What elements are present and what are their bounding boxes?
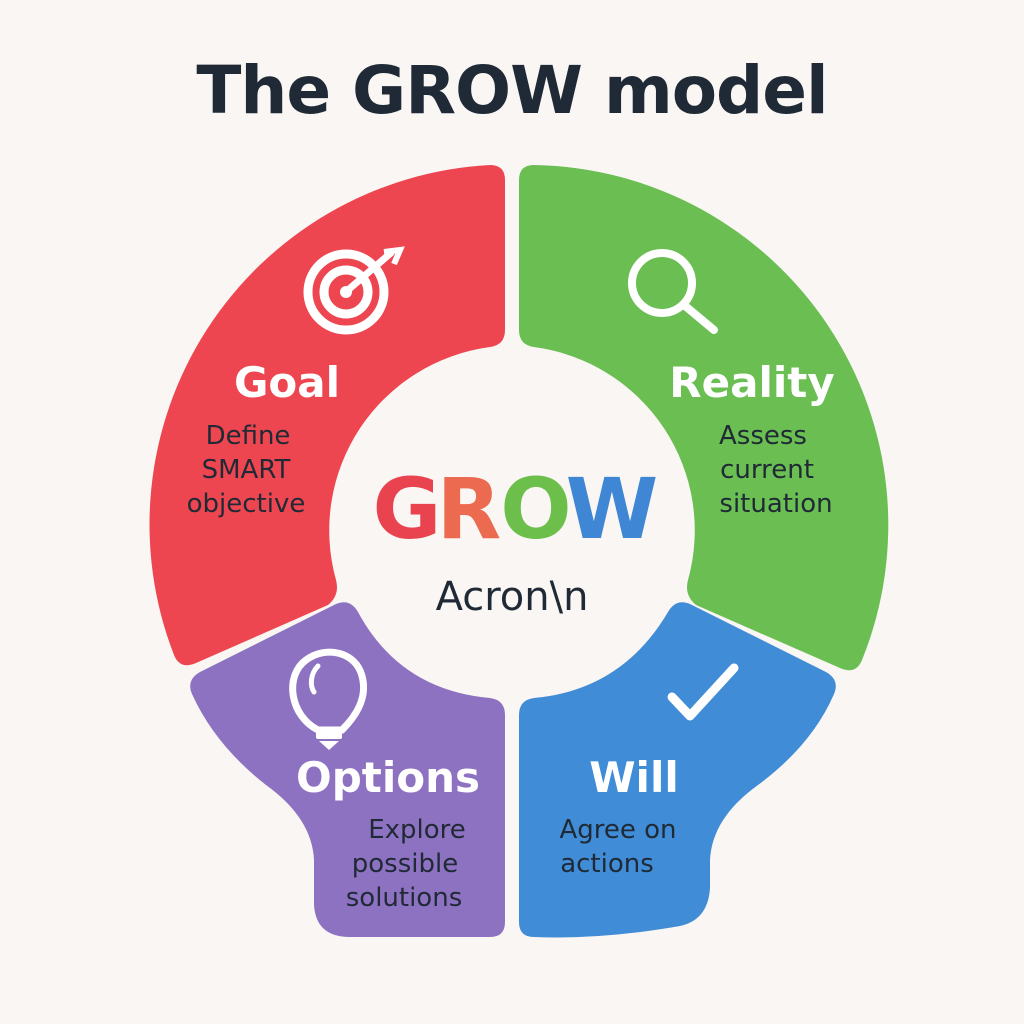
segment-reality-shape xyxy=(519,165,889,671)
options-desc-line-1: Explore xyxy=(368,815,466,845)
grow-letter-w: W xyxy=(566,460,659,558)
grow-letter-o: O xyxy=(500,460,571,558)
reality-title: Reality xyxy=(669,358,834,407)
segment-options-shape xyxy=(190,602,505,937)
goal-title: Goal xyxy=(234,358,340,407)
target-icon xyxy=(303,246,405,335)
reality-desc-line-1: Assess xyxy=(719,421,807,451)
segment-options: Options Explore possible solutions xyxy=(190,602,505,937)
center-label: G R O W Acron\n xyxy=(373,460,659,620)
segment-goal: Goal Define SMART objective xyxy=(149,165,505,666)
segment-will: Will Agree on actions xyxy=(519,602,836,938)
center-subtitle: Acron\n xyxy=(436,574,589,620)
goal-desc-line-3: objective xyxy=(187,489,306,519)
will-desc-line-2: actions xyxy=(560,849,654,879)
checkmark-icon xyxy=(667,663,739,721)
will-title: Will xyxy=(589,753,679,802)
lightbulb-icon xyxy=(289,648,368,750)
options-desc-line-2: possible xyxy=(352,849,458,879)
grow-letter-r: R xyxy=(437,460,502,558)
grow-letter-g: G xyxy=(373,460,442,558)
segment-will-shape xyxy=(519,602,836,938)
goal-desc-line-1: Define xyxy=(206,421,291,451)
will-desc-line-1: Agree on xyxy=(559,815,676,845)
reality-desc-line-2: current xyxy=(720,455,814,485)
page-title: The GROW model xyxy=(196,52,828,129)
segment-goal-shape xyxy=(149,165,505,666)
segment-reality: Reality Assess current situation xyxy=(519,165,889,671)
options-title: Options xyxy=(296,753,480,802)
reality-desc-line-3: situation xyxy=(719,489,832,519)
magnifier-icon xyxy=(628,249,718,334)
goal-desc-line-2: SMART xyxy=(202,455,291,485)
options-desc-line-3: solutions xyxy=(346,883,463,913)
